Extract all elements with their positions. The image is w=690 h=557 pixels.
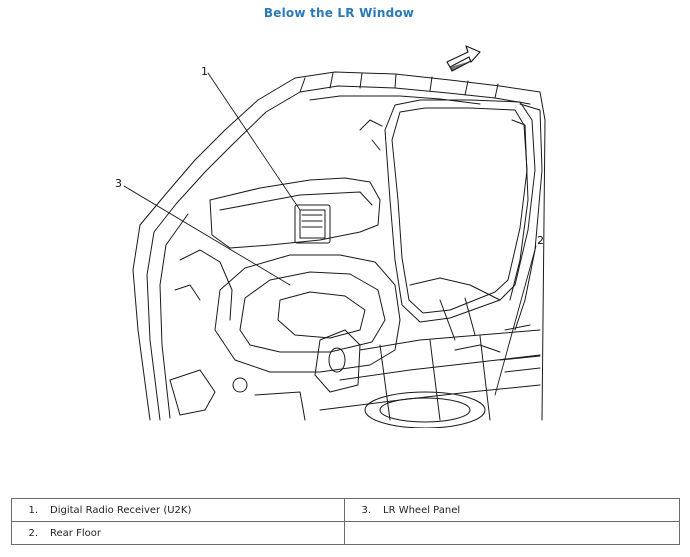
legend-cell: 3. LR Wheel Panel — [344, 498, 680, 522]
legend-row: 1. Digital Radio Receiver (U2K) 3. LR Wh… — [11, 498, 680, 522]
legend-table: 1. Digital Radio Receiver (U2K) 3. LR Wh… — [11, 498, 680, 545]
legend-cell: 2. Rear Floor — [11, 521, 345, 545]
callout-number-2: 2 — [537, 234, 544, 247]
legend-number: 3. — [361, 504, 371, 516]
callout-number-3: 3 — [115, 177, 122, 190]
legend-label: Digital Radio Receiver (U2K) — [50, 504, 192, 516]
legend-row: 2. Rear Floor — [11, 521, 680, 545]
legend-number: 1. — [28, 504, 38, 516]
legend-cell-empty — [344, 521, 680, 545]
legend-cell: 1. Digital Radio Receiver (U2K) — [11, 498, 345, 522]
legend-label: LR Wheel Panel — [383, 504, 461, 516]
legend-label: Rear Floor — [50, 527, 101, 539]
legend-number: 2. — [28, 527, 38, 539]
vehicle-interior-illustration: 1 3 2 — [115, 45, 546, 428]
front-direction-arrow-icon — [446, 45, 481, 72]
page-title: Below the LR Window — [263, 6, 415, 20]
callout-number-1: 1 — [201, 65, 208, 78]
